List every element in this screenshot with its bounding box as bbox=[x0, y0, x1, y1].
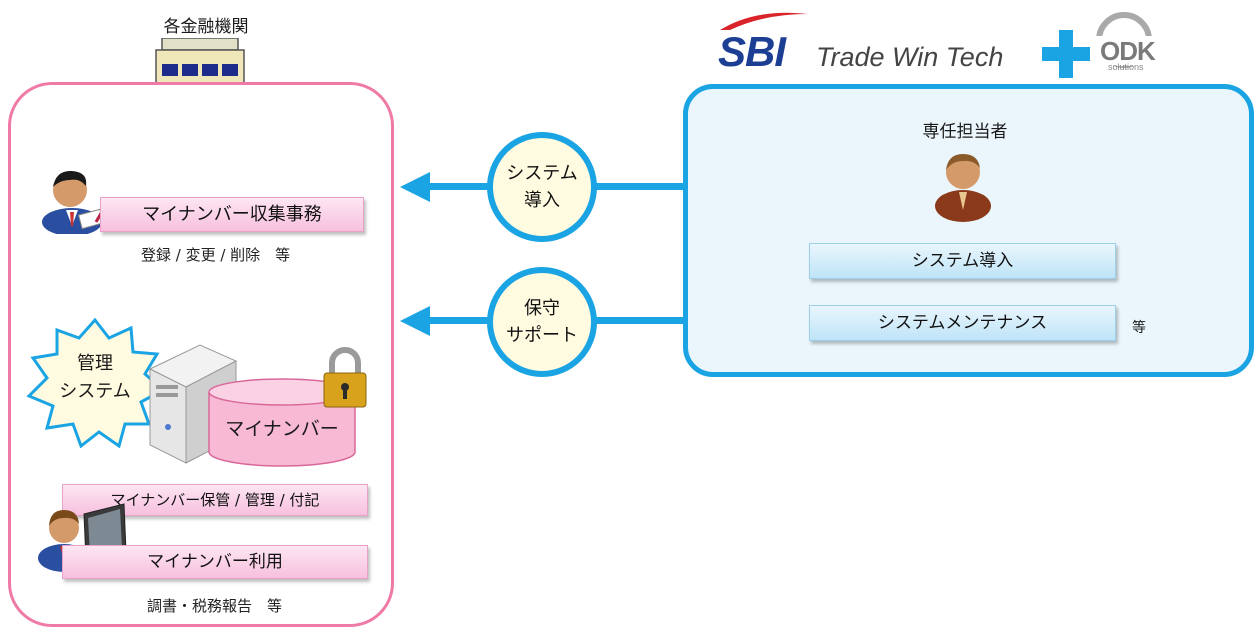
plus-icon bbox=[1042, 30, 1090, 78]
system-intro-circle: システム 導入 bbox=[487, 132, 597, 242]
usage-detail-text: 調書・税務報告 等 bbox=[147, 597, 283, 615]
collect-detail-text: 登録 / 変更 / 削除 等 bbox=[141, 246, 291, 264]
maintenance-line2: サポート bbox=[506, 325, 578, 346]
padlock-icon bbox=[323, 347, 367, 408]
odk-logo-text: ODK bbox=[1100, 36, 1156, 66]
database-label: マイナンバー bbox=[225, 418, 339, 440]
bottom-arrow-head bbox=[400, 306, 430, 336]
maintenance-line1: 保守 bbox=[524, 298, 560, 319]
database-icon bbox=[208, 378, 356, 467]
person-writing-icon bbox=[42, 170, 112, 234]
service-etc-text: 等 bbox=[1132, 320, 1146, 336]
trade-win-tech-logo-text: Trade Win Tech bbox=[816, 42, 1004, 72]
service-system-intro-label: システム導入 bbox=[809, 243, 1116, 279]
mgmt-badge-line2: システム bbox=[59, 381, 131, 402]
odk-logo-subtext: solutions bbox=[1108, 62, 1144, 72]
system-intro-line2: 導入 bbox=[524, 190, 560, 211]
sbi-swoosh-icon bbox=[720, 12, 808, 30]
mgmt-badge-line1: 管理 bbox=[77, 353, 113, 374]
staff-title: 専任担当者 bbox=[922, 122, 1008, 142]
usage-task-label: マイナンバー利用 bbox=[62, 545, 368, 579]
mgmt-system-starburst-icon bbox=[26, 318, 165, 448]
bank-title: 各金融機関 bbox=[163, 17, 249, 37]
service-maintenance-label: システムメンテナンス bbox=[809, 305, 1116, 341]
system-intro-line1: システム bbox=[506, 163, 578, 184]
sbi-logo-text: SBI bbox=[718, 28, 786, 75]
support-staff-icon bbox=[935, 154, 991, 222]
collect-task-label: マイナンバー収集事務 bbox=[100, 197, 364, 232]
top-arrow-head bbox=[400, 172, 430, 202]
maintenance-support-circle: 保守 サポート bbox=[487, 267, 597, 377]
